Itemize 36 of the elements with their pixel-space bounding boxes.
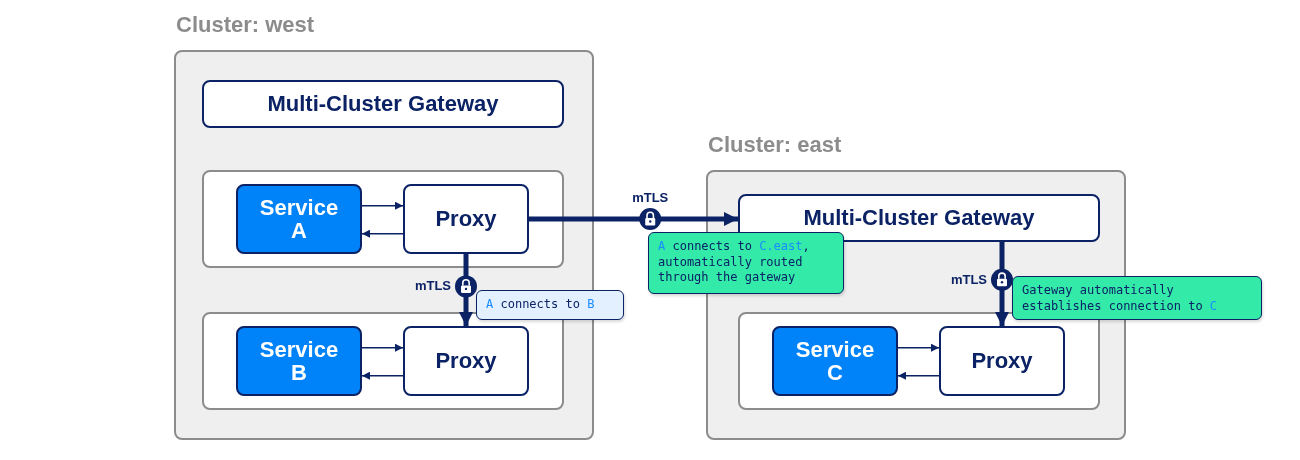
- arrow: [361, 343, 404, 352]
- proxy-box: [403, 184, 529, 254]
- service-label: Service A: [258, 195, 340, 243]
- proxy-label: Proxy: [971, 348, 1033, 374]
- arrow: [361, 371, 404, 380]
- gateway-box: [202, 80, 564, 128]
- pod-box: [202, 170, 564, 268]
- connection-arrow: [529, 212, 738, 226]
- service-box: [236, 184, 362, 254]
- service-box: [772, 326, 898, 396]
- callout-note: A connects to C.east, automatically routed through the gateway: [648, 232, 844, 294]
- arrow: [897, 343, 940, 352]
- arrow: [361, 201, 404, 210]
- cluster-title: Cluster: west: [176, 12, 315, 38]
- connection-arrow: [995, 242, 1009, 326]
- callout-note: A connects to B: [476, 290, 624, 320]
- edge-label: mTLS: [950, 271, 987, 287]
- arrow: [361, 229, 404, 238]
- arrow: [897, 371, 940, 380]
- service-box: [236, 326, 362, 396]
- proxy-box: [939, 326, 1065, 396]
- pod-box: [202, 312, 564, 410]
- edge-label: mTLS: [414, 278, 451, 294]
- gateway-box: [738, 194, 1100, 242]
- callout-note: Gateway automatically establishes connection to C: [1012, 276, 1262, 320]
- connection-arrow: [459, 254, 473, 326]
- service-label: Service B: [258, 337, 340, 385]
- proxy-box: [403, 326, 529, 396]
- edge-label: mTLS: [632, 190, 669, 205]
- cluster-title: Cluster: east: [708, 132, 842, 158]
- gateway-label: Multi-Cluster Gateway: [267, 91, 499, 117]
- proxy-label: Proxy: [435, 348, 497, 374]
- gateway-label: Multi-Cluster Gateway: [803, 205, 1035, 231]
- service-label: Service C: [794, 337, 876, 385]
- proxy-label: Proxy: [435, 206, 497, 232]
- pod-box: [738, 312, 1100, 410]
